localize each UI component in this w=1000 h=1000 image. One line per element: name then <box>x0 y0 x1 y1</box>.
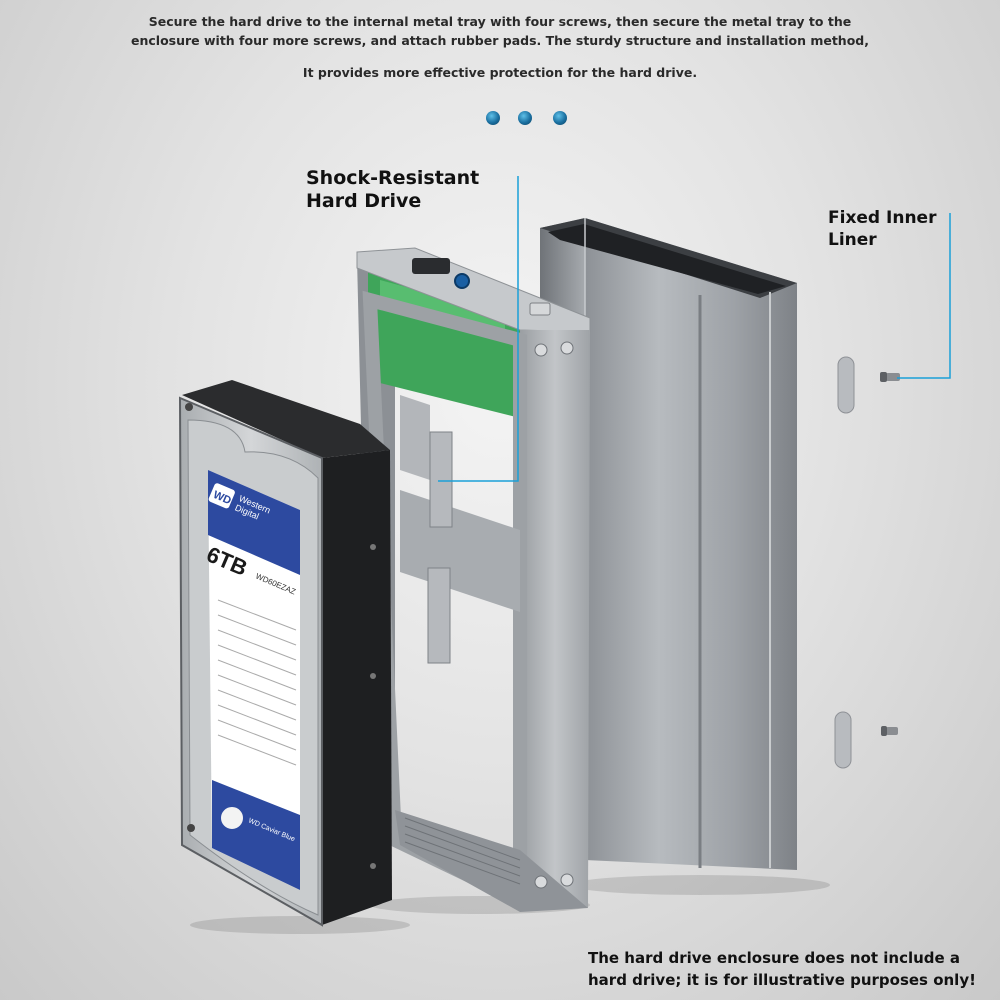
fixed-liner-line-1: Fixed Inner <box>828 208 937 228</box>
hard-drive <box>178 380 392 927</box>
shock-resistant-label: Shock-Resistant Hard Drive <box>306 167 479 213</box>
rubber-pad-bottom <box>834 711 852 769</box>
decorative-dot-2 <box>518 111 532 125</box>
disclaimer-line-1: The hard drive enclosure does not includ… <box>588 949 961 967</box>
instruction-line-1: Secure the hard drive to the internal me… <box>148 14 852 29</box>
shock-resistant-line-1: Shock-Resistant <box>306 167 480 189</box>
decorative-dot-1 <box>486 111 500 125</box>
decorative-dot-3 <box>553 111 567 125</box>
disclaimer-footnote: The hard drive enclosure does not includ… <box>588 947 998 991</box>
metal-tray <box>356 247 591 912</box>
screw-icon <box>881 726 898 736</box>
fixed-inner-liner-label: Fixed Inner Liner <box>828 207 936 251</box>
callout-line-liner <box>897 213 951 379</box>
callout-line-shock <box>438 176 519 482</box>
instruction-line-2: enclosure with four more screws, and att… <box>131 33 869 48</box>
rubber-pad-top <box>837 356 855 414</box>
instruction-line-3: It provides more effective protection fo… <box>302 65 698 80</box>
screw-icon <box>880 372 900 382</box>
instruction-text: Secure the hard drive to the internal me… <box>0 12 1000 50</box>
disclaimer-line-2: hard drive; it is for illustrative purpo… <box>588 971 976 989</box>
fixed-liner-line-2: Liner <box>828 230 877 250</box>
shock-resistant-line-2: Hard Drive <box>306 190 422 212</box>
